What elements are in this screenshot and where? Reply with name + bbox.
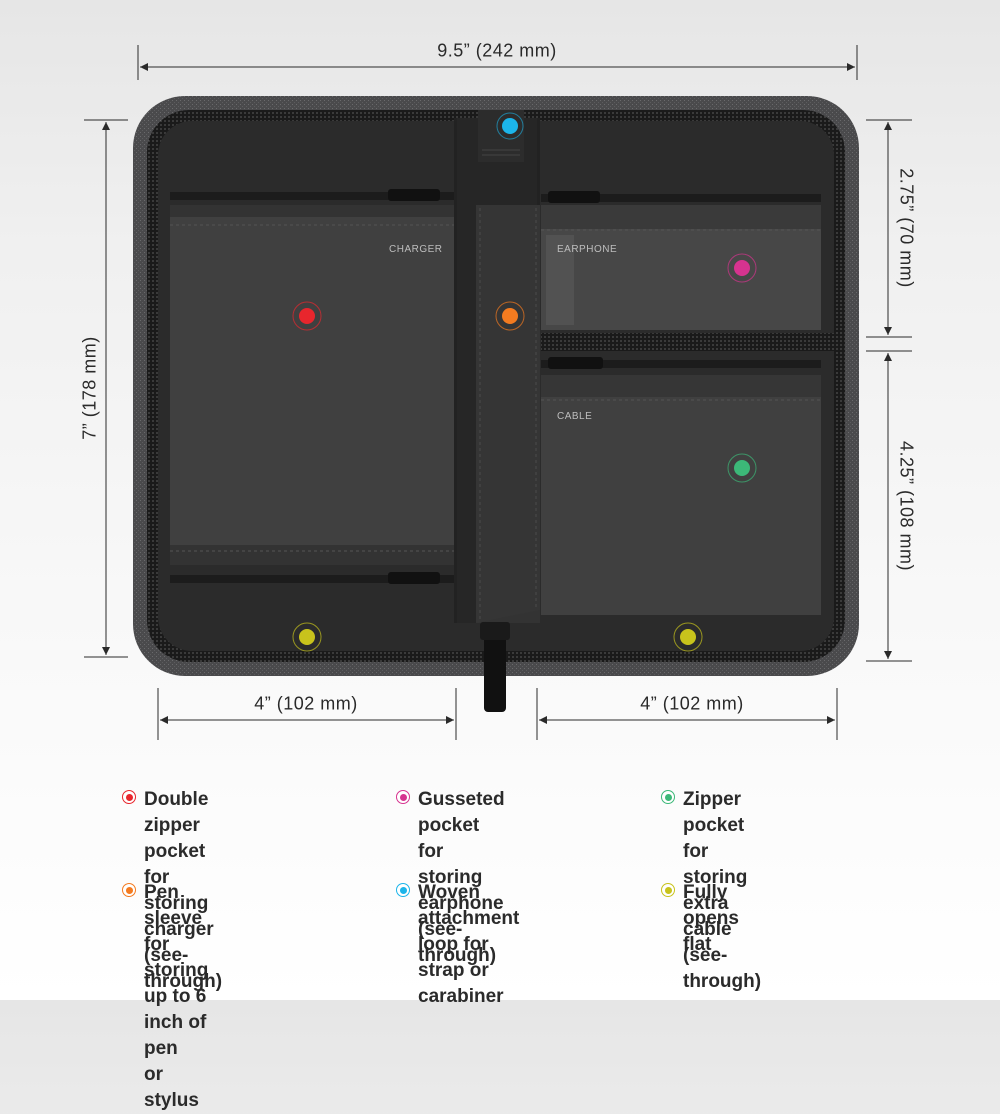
legend-item-charger: Double zipper pocket for storing charger… [122, 787, 222, 995]
marker-pen [495, 301, 525, 331]
legend-dot-red-icon [122, 790, 136, 804]
dim-label-total-height: 7” (178 mm) [79, 336, 100, 440]
marker-loop [496, 112, 524, 140]
dim-label-total-width: 9.5” (242 mm) [437, 40, 557, 61]
zipper-pull-earphone [548, 191, 600, 203]
dimension-left-width [157, 688, 457, 740]
marker-flat-right [673, 622, 703, 652]
charger-pocket [170, 205, 454, 545]
zipper-pull-bottom-left [388, 572, 440, 584]
legend-dot-cyan-icon [396, 883, 410, 897]
dimension-total-width [137, 45, 858, 80]
legend-dot-yellow-icon [661, 883, 675, 897]
legend-text: Fully opens flat [683, 882, 739, 955]
dim-label-right-width: 4” (102 mm) [640, 693, 744, 714]
main-zipper-pull [484, 626, 506, 712]
cable-pocket [541, 375, 821, 615]
legend-dot-magenta-icon [396, 790, 410, 804]
dimension-right-width [536, 688, 838, 740]
zipper-pull-top-left [388, 189, 440, 201]
pocket-label-charger: CHARGER [389, 244, 443, 255]
marker-charger [292, 301, 322, 331]
legend-item-earphone: Gusseted pocket for storing earphone (se… [396, 787, 505, 969]
legend-item-pen: Pen sleeve for storing up to 6 inch of p… [122, 880, 208, 1114]
dim-label-lower-right: 4.25” (108 mm) [896, 440, 917, 572]
legend-text: Pen sleeve for storing up to 6 inch of p… [144, 882, 209, 1111]
legend-dot-green-icon [661, 790, 675, 804]
legend-item-cable: Zipper pocket for storing extra cable (s… [661, 787, 761, 995]
zipper-pull-cable [548, 357, 603, 369]
dimension-total-height [84, 119, 128, 658]
legend-item-loop: Woven attachment loop for strap or carab… [396, 880, 519, 1010]
dim-label-upper-right: 2.75” (70 mm) [896, 168, 917, 288]
legend-text: Gusseted pocket for storing earphone (se… [418, 789, 505, 966]
pocket-label-earphone: EARPHONE [557, 244, 618, 255]
legend-text: Woven attachment loop for strap or carab… [418, 882, 520, 1007]
legend-text: Double zipper pocket for storing charger… [144, 789, 223, 992]
dim-label-left-width: 4” (102 mm) [254, 693, 358, 714]
case-diagram [84, 45, 912, 740]
legend-dot-orange-icon [122, 883, 136, 897]
dimension-upper-right [866, 119, 912, 338]
legend-item-flat: Fully opens flat [661, 880, 739, 958]
marker-earphone [727, 253, 757, 283]
dimension-lower-right [866, 350, 912, 662]
pocket-label-cable: CABLE [557, 411, 593, 422]
legend-text: Zipper pocket for storing extra cable (s… [683, 789, 762, 992]
marker-flat-left [292, 622, 322, 652]
marker-cable [727, 453, 757, 483]
